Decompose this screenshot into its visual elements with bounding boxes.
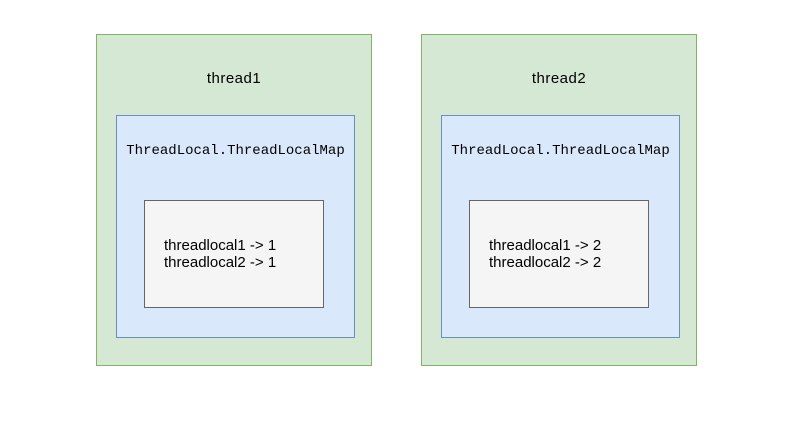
thread1-threadlocalmap-label: ThreadLocal.ThreadLocalMap	[126, 143, 345, 159]
thread2-entry-threadlocal2: threadlocal2 -> 2	[489, 254, 602, 271]
thread2-threadlocalmap-box: ThreadLocal.ThreadLocalMap threadlocal1 …	[441, 115, 680, 338]
thread2-entries-box: threadlocal1 -> 2 threadlocal2 -> 2	[469, 200, 649, 308]
thread2-threadlocalmap-label: ThreadLocal.ThreadLocalMap	[451, 143, 670, 159]
thread1-entry-threadlocal1: threadlocal1 -> 1	[164, 237, 277, 254]
thread1-threadlocalmap-box: ThreadLocal.ThreadLocalMap threadlocal1 …	[116, 115, 355, 338]
thread1-entry-threadlocal2: threadlocal2 -> 1	[164, 254, 277, 271]
thread1-title: thread1	[206, 70, 262, 87]
thread2-entry-threadlocal1: threadlocal1 -> 2	[489, 237, 602, 254]
thread1-box: thread1 ThreadLocal.ThreadLocalMap threa…	[96, 34, 372, 366]
thread2-title: thread2	[531, 70, 587, 87]
thread1-entries-box: threadlocal1 -> 1 threadlocal2 -> 1	[144, 200, 324, 308]
thread2-box: thread2 ThreadLocal.ThreadLocalMap threa…	[421, 34, 697, 366]
